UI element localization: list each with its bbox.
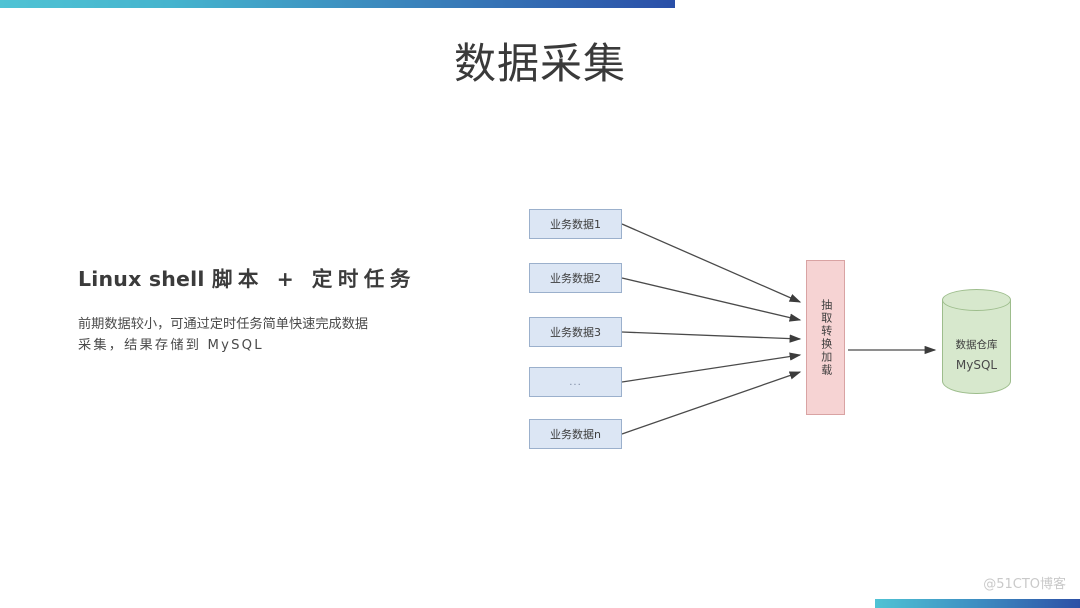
body-text: 前期数据较小，可通过定时任务简单快速完成数据 采集，结果存储到 MySQL <box>78 314 478 356</box>
cylinder-labels: 数据仓库 MySQL <box>942 337 1011 372</box>
source-box-n-label: 业务数据n <box>550 428 601 441</box>
etl-process-label: 抽取转换加载 <box>819 298 833 377</box>
top-accent-bar <box>0 0 675 8</box>
lead-heading-latin: Linux shell <box>78 267 212 291</box>
source-box-n: 业务数据n <box>529 419 622 449</box>
source-box-ellipsis-label: ... <box>569 376 582 388</box>
page-title: 数据采集 <box>453 39 626 88</box>
cylinder-body <box>942 300 1011 394</box>
warehouse-label-primary: 数据仓库 <box>955 339 998 351</box>
cylinder-top-ellipse <box>942 289 1011 311</box>
bottom-accent-bar <box>874 599 1080 608</box>
etl-process-box: 抽取转换加载 <box>806 260 845 415</box>
source-box-ellipsis: ... <box>529 367 622 397</box>
lead-heading-cjk: 脚本 + 定时任务 <box>211 267 416 291</box>
source-box-2: 业务数据2 <box>529 263 622 293</box>
lead-heading: Linux shell 脚本 + 定时任务 <box>78 262 478 292</box>
data-warehouse-cylinder: 数据仓库 MySQL <box>942 289 1011 394</box>
body-text-line-2: 采集，结果存储到 MySQL <box>78 338 264 353</box>
source-box-2-label: 业务数据2 <box>550 272 601 285</box>
source-box-3-label: 业务数据3 <box>550 326 601 339</box>
source-box-1: 业务数据1 <box>529 209 622 239</box>
source-to-etl-arrows <box>621 223 802 435</box>
warehouse-label-secondary: MySQL <box>955 358 998 372</box>
source-box-1-label: 业务数据1 <box>550 218 601 231</box>
source-box-3: 业务数据3 <box>529 317 622 347</box>
left-text-block: Linux shell 脚本 + 定时任务 前期数据较小，可通过定时任务简单快速… <box>78 262 478 356</box>
body-text-line-1: 前期数据较小，可通过定时任务简单快速完成数据 <box>78 317 369 332</box>
watermark: @51CTO博客 <box>983 577 1066 592</box>
